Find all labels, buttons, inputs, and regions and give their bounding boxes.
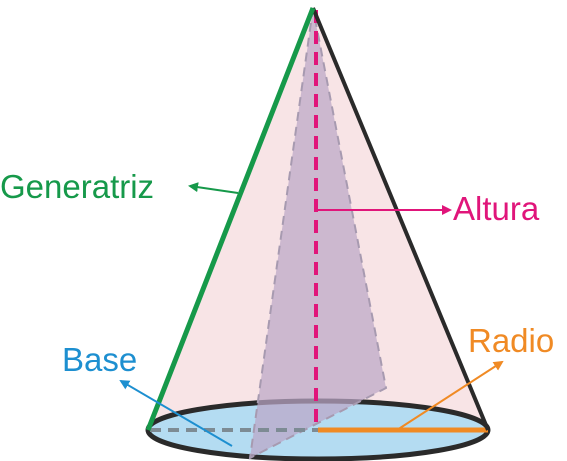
generatrix-label: Generatriz: [0, 168, 154, 205]
generatrix-arrow: [188, 182, 239, 194]
height-label: Altura: [453, 190, 540, 227]
inner-triangle: [248, 7, 388, 460]
base-arrow: [119, 379, 233, 447]
radius-arrow: [396, 360, 504, 431]
right-slant-edge: [311, 7, 490, 431]
radius-label: Radio: [468, 322, 554, 359]
base-label: Base: [62, 341, 137, 378]
generatrix-line: [145, 7, 316, 431]
